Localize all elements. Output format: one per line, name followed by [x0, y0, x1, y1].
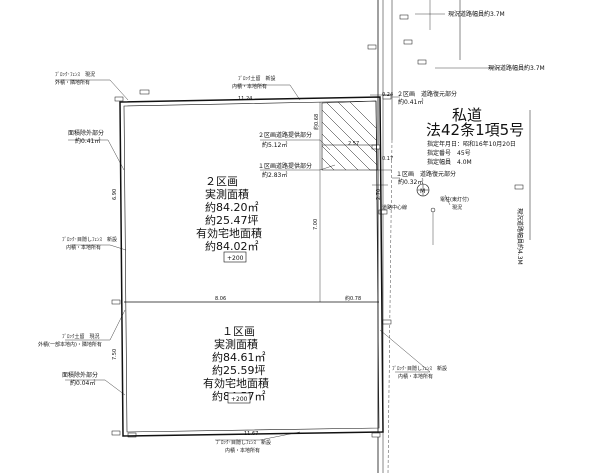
dim-right-a: 0.24: [382, 92, 393, 98]
note-left-fence-new: ﾌﾞﾛｯｸ･目隠しﾌｪﾝｽ 新設: [62, 236, 117, 243]
private-road-info: 私道 法42条1項5号 指定年月日：昭和16年10月20日 指定番号 45号 指…: [426, 106, 524, 166]
plot2-effective-label: 有効宅地面積: [196, 226, 262, 240]
plot1-area-tsubo: 約25.59坪: [212, 363, 266, 377]
note-top-block: ﾌﾞﾛｯｸ土留 新設: [238, 75, 276, 82]
note-left-exclusion-1: 面積除外部分: [68, 129, 104, 137]
plot1-name: １区画: [222, 325, 255, 338]
plot2-area-label: 実測面積: [205, 187, 249, 201]
road-width-label-1: 現況道路幅員約3.7M: [448, 10, 505, 18]
lot-boundary: [119, 96, 384, 437]
note-road-restore-1: １区画 道路復元部分: [396, 170, 456, 178]
dim-middle-right: 約0.78: [345, 295, 361, 302]
private-road-title: 私道: [452, 106, 482, 124]
note-left-exclusion-1-val: 約0.41㎡: [75, 137, 100, 145]
note-right-fence-owner: 内積・本地所有: [398, 373, 433, 380]
note-road-center: 道路中心線: [382, 204, 407, 211]
note-top-left-fence: ﾌﾞﾛｯｸ･ﾌｪﾝｽ 現況: [55, 71, 95, 78]
dim-middle: 8.06: [215, 296, 226, 302]
note-bottom-fence: ﾌﾞﾛｯｸ･目隠しﾌｪﾝｽ 新設: [216, 439, 271, 446]
dim-angle-top: 約0.68: [313, 114, 320, 130]
private-road-article: 法42条1項5号: [426, 121, 524, 139]
note-road-restore-2-val: 約0.41㎡: [398, 98, 423, 106]
dim-right-b: 2.57: [348, 141, 359, 147]
note-left-block-current-owner: 外積(一部本地内)・隣地所有: [38, 341, 102, 348]
plot2-area-m2: 約84.20㎡: [205, 200, 259, 214]
plot2-elevation: +200: [227, 255, 244, 262]
note-left-exclusion-2: 面積除外部分: [62, 371, 98, 379]
note-top-block-owner: 内積・本地所有: [232, 83, 267, 90]
dim-left-upper: 6.90: [112, 189, 118, 200]
plot-2-info: ２区画 実測面積 約84.20㎡ 約25.47坪 有効宅地面積 約84.02㎡ …: [196, 175, 262, 263]
designation-number: 指定番号 45号: [427, 149, 471, 157]
note-top-left-owner: 外積・隣地所有: [55, 79, 90, 86]
note-road-provide-2-val: 約5.12㎡: [262, 141, 287, 149]
dim-right-d: 2.70: [376, 189, 382, 200]
plot2-area-tsubo: 約25.47坪: [205, 213, 259, 227]
note-road-restore-2: ２区画 道路復元部分: [397, 90, 457, 98]
plot1-elevation: +200: [231, 396, 248, 403]
dim-inner-vertical: 7.00: [313, 219, 319, 230]
note-right-fence: ﾌﾞﾛｯｸ･目隠しﾌｪﾝｽ 新設: [392, 365, 447, 372]
plot1-effective-label: 有効宅地面積: [203, 376, 269, 390]
dim-bottom: 11.67: [244, 431, 258, 437]
plot2-name: ２区画: [205, 175, 238, 188]
plot2-effective-m2: 約84.02㎡: [205, 239, 259, 253]
utility-pole: [416, 183, 436, 245]
dim-right-c: 0.17: [382, 156, 393, 162]
road-width-label-3: 現況道路幅員約4.3M: [516, 208, 524, 265]
note-left-block-current: ﾌﾞﾛｯｸ土留 現況: [62, 333, 100, 340]
note-road-provide-2: ２区画道路提供部分: [258, 131, 312, 139]
note-pole-sub: 現況: [452, 204, 462, 211]
note-road-restore-1-val: 約0.32㎡: [398, 178, 423, 186]
road-width-label-2: 現況道路幅員約3.7M: [488, 64, 545, 72]
note-road-provide-1-val: 約2.83㎡: [262, 171, 287, 179]
dim-top: 11.24: [238, 96, 252, 102]
note-pole: 電柱(東灯付): [440, 196, 469, 203]
designation-date: 指定年月日：昭和16年10月20日: [427, 140, 516, 148]
note-road-provide-1: １区画道路提供部分: [258, 162, 312, 170]
designated-width: 指定幅員 4.0M: [427, 158, 472, 166]
plot-1-info: １区画 実測面積 約84.61㎡ 約25.59坪 有効宅地面積 約84.57㎡ …: [203, 325, 269, 404]
survey-markers: [111, 14, 524, 438]
note-left-fence-new-owner: 内積・本地所有: [66, 244, 101, 251]
note-left-exclusion-2-val: 約0.04㎡: [70, 379, 95, 387]
plot1-area-m2: 約84.61㎡: [212, 350, 266, 364]
dim-left-lower: 7.50: [112, 349, 118, 360]
plot1-area-label: 実測面積: [214, 337, 258, 351]
leader-lines: [55, 13, 500, 441]
manhole-label: M: [420, 188, 425, 195]
note-bottom-fence-owner: 内積・本地所有: [225, 447, 260, 454]
